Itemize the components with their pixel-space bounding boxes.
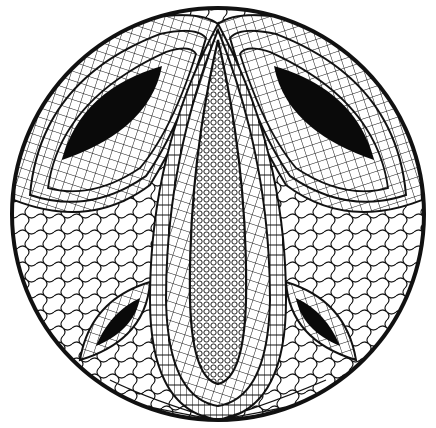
- illustration-canvas: [0, 0, 436, 428]
- lattice-drawing: [0, 0, 436, 428]
